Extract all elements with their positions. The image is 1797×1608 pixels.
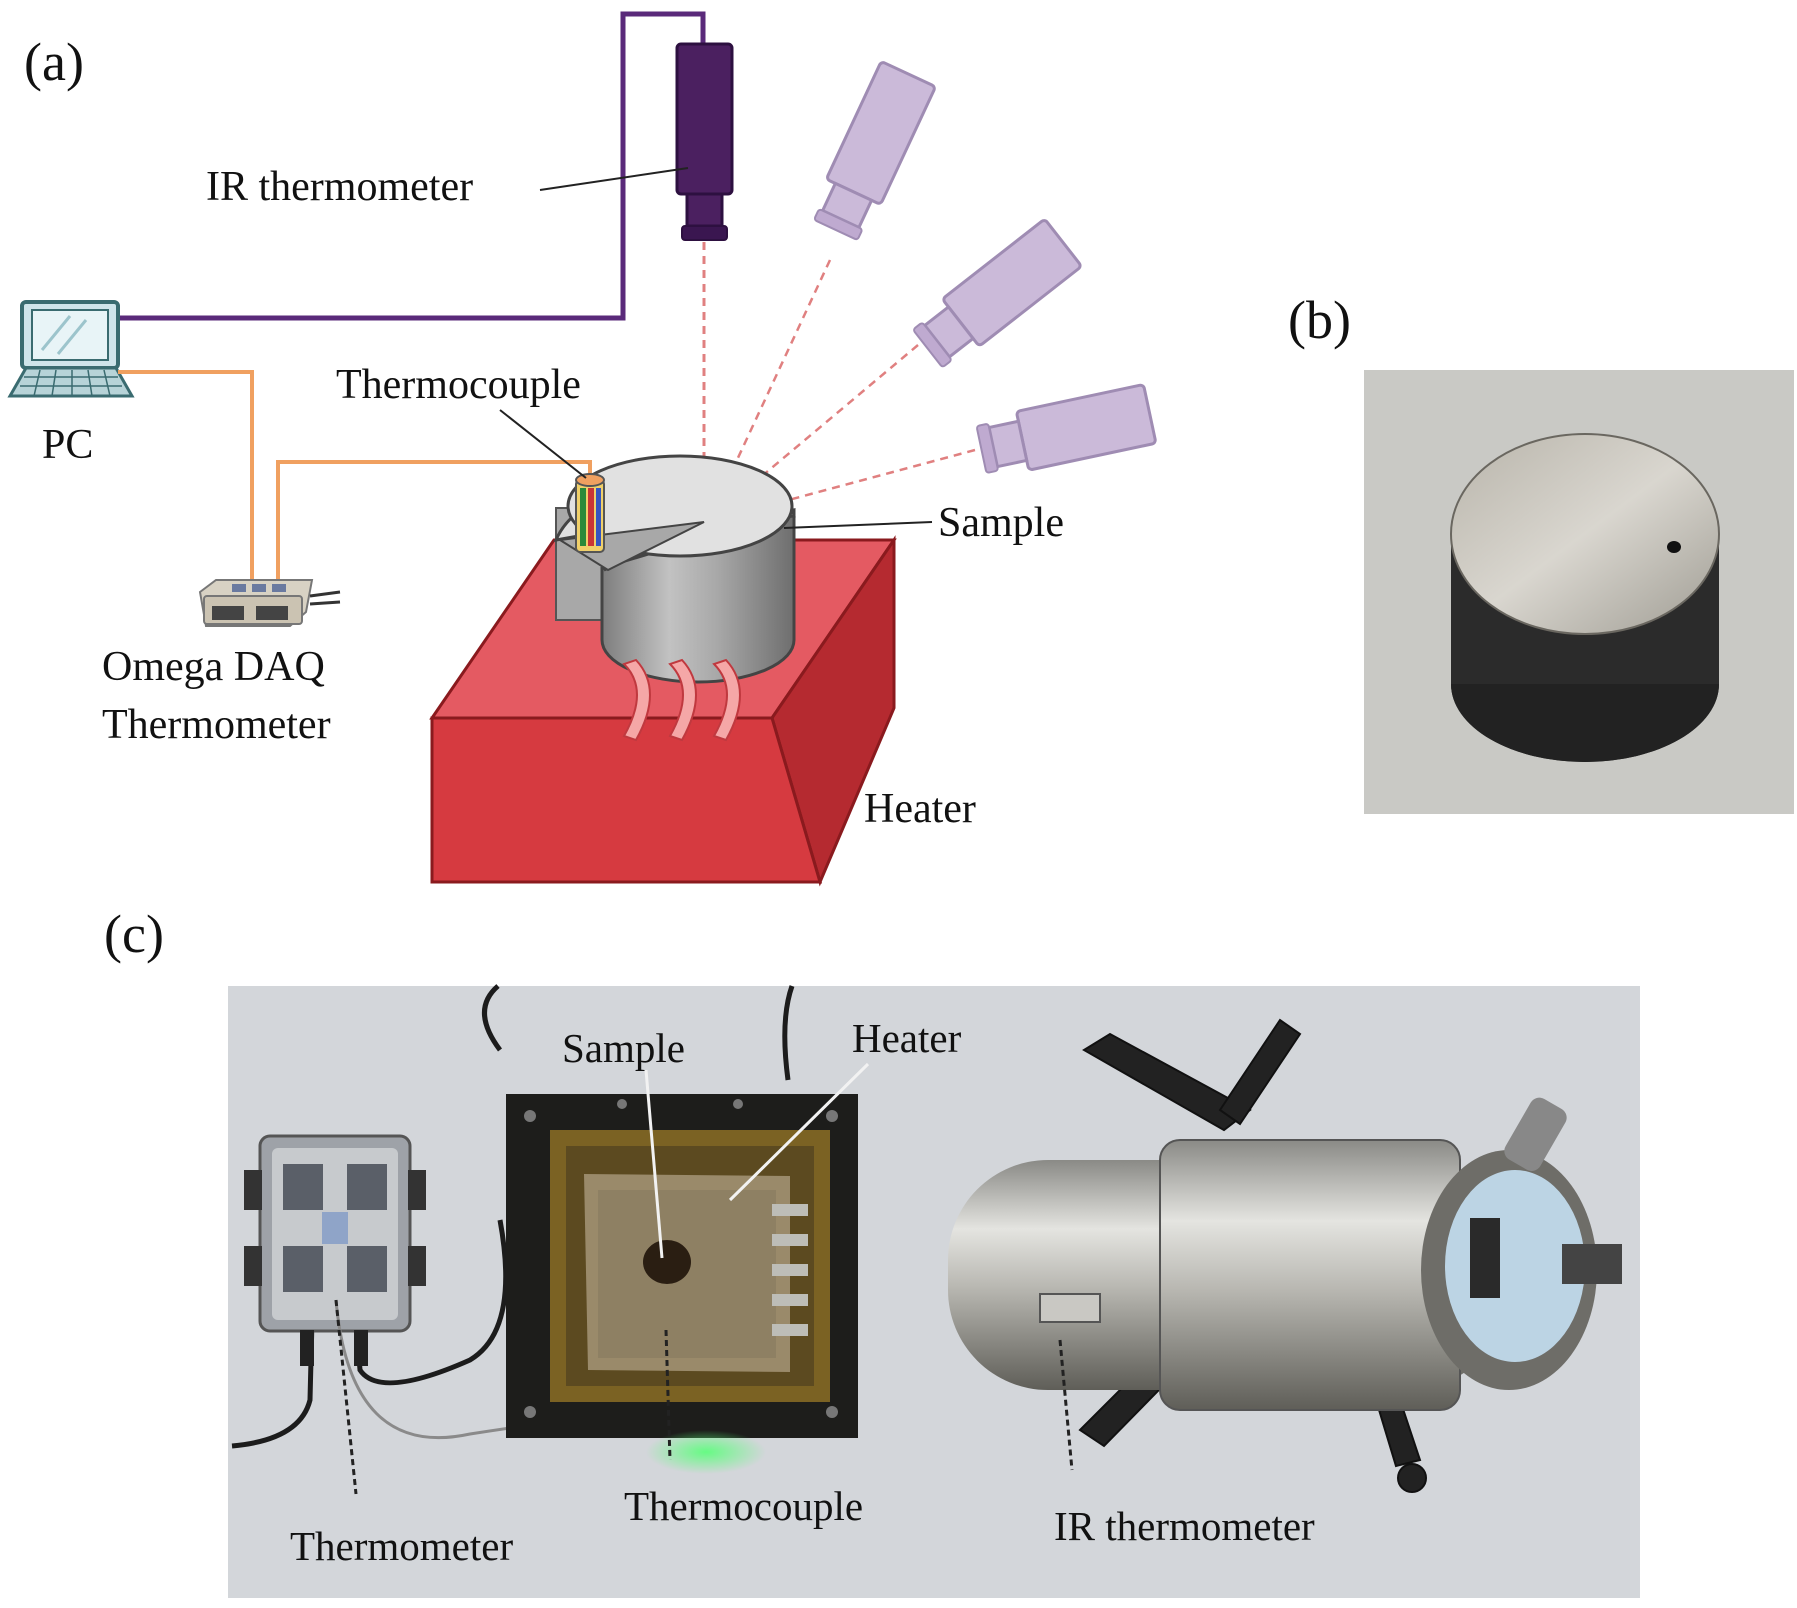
photo-sample-label: Sample [562, 1025, 685, 1071]
panel-b-label: (b) [1288, 290, 1351, 350]
omega-daq-label: Omega DAQ [102, 644, 325, 690]
heat-flow-arrows [622, 658, 741, 742]
thermocouple-label: Thermocouple [336, 362, 581, 408]
thermocouple-leader [499, 409, 587, 479]
sample-label: Sample [938, 500, 1064, 546]
photo-heater [506, 1094, 858, 1474]
ghost-ir-thermometer-3-icon [976, 383, 1157, 474]
photo-heater-label: Heater [852, 1015, 962, 1061]
panel-a-label: (a) [24, 32, 84, 92]
panel-c-label: (c) [104, 904, 164, 964]
panel-c: (c) [104, 904, 1640, 1598]
ir-thermometer-icon [675, 42, 734, 241]
ir-thermometer-leader-c [1058, 1339, 1074, 1471]
pc-label: PC [42, 422, 93, 468]
ir-cable [118, 11, 706, 321]
thermometer-leader-c [334, 1299, 358, 1495]
photo-green-led [646, 1430, 766, 1474]
pc-icon [7, 300, 135, 398]
ghost-ir-thermometer-2-icon [913, 219, 1082, 368]
thermocouple-leader-c [664, 1329, 672, 1461]
sample-cylinder [553, 454, 796, 684]
sample-hole [1667, 541, 1681, 553]
photo-thermocouple-label: Thermocouple [624, 1483, 863, 1529]
panel-b: (b) [1288, 290, 1794, 814]
omega-daq-icon [198, 579, 341, 627]
sample-photo [1450, 433, 1720, 762]
photo-leaders [644, 1062, 870, 1259]
daq-cable-pc [118, 370, 254, 582]
thermocouple-probe-icon [575, 473, 605, 553]
ir-thermometer-leader [539, 167, 689, 191]
ir-thermometer-label: IR thermometer [206, 164, 473, 210]
photo-thermometer-label: Thermometer [290, 1523, 513, 1569]
sample-leader [783, 521, 933, 529]
photo-sample-hole [643, 1240, 691, 1284]
heater-label: Heater [864, 786, 976, 832]
daq-cable-thermocouple [276, 460, 592, 582]
photo-ir-thermometer-label: IR thermometer [1054, 1503, 1315, 1549]
photo-cables [231, 984, 795, 1449]
ghost-ir-thermometer-1-icon [813, 61, 936, 241]
photo-daq-thermometer [244, 1134, 426, 1366]
photo-ir-thermometer [948, 1018, 1622, 1493]
omega-daq-label-2: Thermometer [102, 702, 331, 748]
panel-a: (a) IR [7, 11, 1157, 887]
